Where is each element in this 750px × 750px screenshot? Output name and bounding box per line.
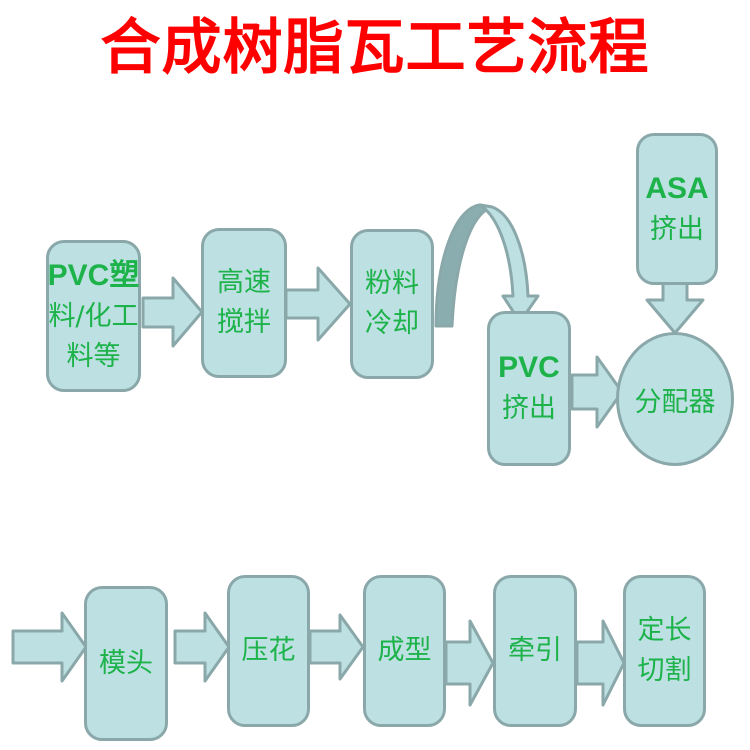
- arrow-right-icon: [308, 613, 365, 681]
- node-pvc-extrusion: PVC 挤出: [487, 311, 571, 466]
- node-forming: 成型: [363, 575, 446, 727]
- node-embossing: 压花: [227, 575, 310, 727]
- arrow-right-icon: [173, 611, 231, 683]
- node-label: 成型: [377, 635, 432, 666]
- arrow-right-icon: [575, 619, 626, 707]
- node-label: 高速: [217, 267, 271, 298]
- curved-arrow-icon: [434, 203, 494, 328]
- arrow-right-icon: [11, 611, 88, 683]
- node-traction: 牵引: [493, 575, 577, 727]
- node-label: 挤出: [650, 213, 704, 245]
- node-label: 模头: [99, 647, 153, 679]
- node-label: 料等: [66, 340, 121, 372]
- node-asa-extrusion: ASA 挤出: [636, 133, 718, 285]
- node-label: 分配器: [634, 386, 716, 418]
- node-label: PVC塑: [47, 258, 140, 292]
- node-label: 冷却: [365, 308, 419, 339]
- arrow-right-icon: [444, 619, 495, 707]
- node-label: 压花: [241, 635, 296, 666]
- node-label: 定长: [637, 615, 692, 646]
- arrow-down-icon: [645, 278, 705, 335]
- node-raw-material: PVC塑 料/化工 料等: [46, 240, 141, 392]
- node-label: PVC: [498, 351, 560, 384]
- node-distributor: 分配器: [616, 332, 734, 466]
- curved-arrow-icon: [478, 203, 540, 324]
- node-powder-cooling: 粉料 冷却: [350, 229, 434, 379]
- node-die-head: 模头: [84, 586, 168, 741]
- node-label: 切割: [637, 655, 692, 686]
- node-label: 挤出: [502, 393, 556, 424]
- node-label: ASA: [645, 171, 709, 205]
- node-cut-to-length: 定长 切割: [623, 575, 706, 727]
- node-label: 牵引: [508, 635, 562, 666]
- page-title: 合成树脂瓦工艺流程: [100, 13, 650, 83]
- node-label: 料/化工: [48, 300, 139, 332]
- node-label: 搅拌: [217, 307, 271, 338]
- node-label: 粉料: [365, 268, 419, 299]
- arrow-right-icon: [284, 266, 352, 342]
- arrow-right-icon: [141, 276, 204, 348]
- arrow-right-icon: [570, 355, 624, 429]
- node-high-speed-mixing: 高速 搅拌: [201, 228, 287, 378]
